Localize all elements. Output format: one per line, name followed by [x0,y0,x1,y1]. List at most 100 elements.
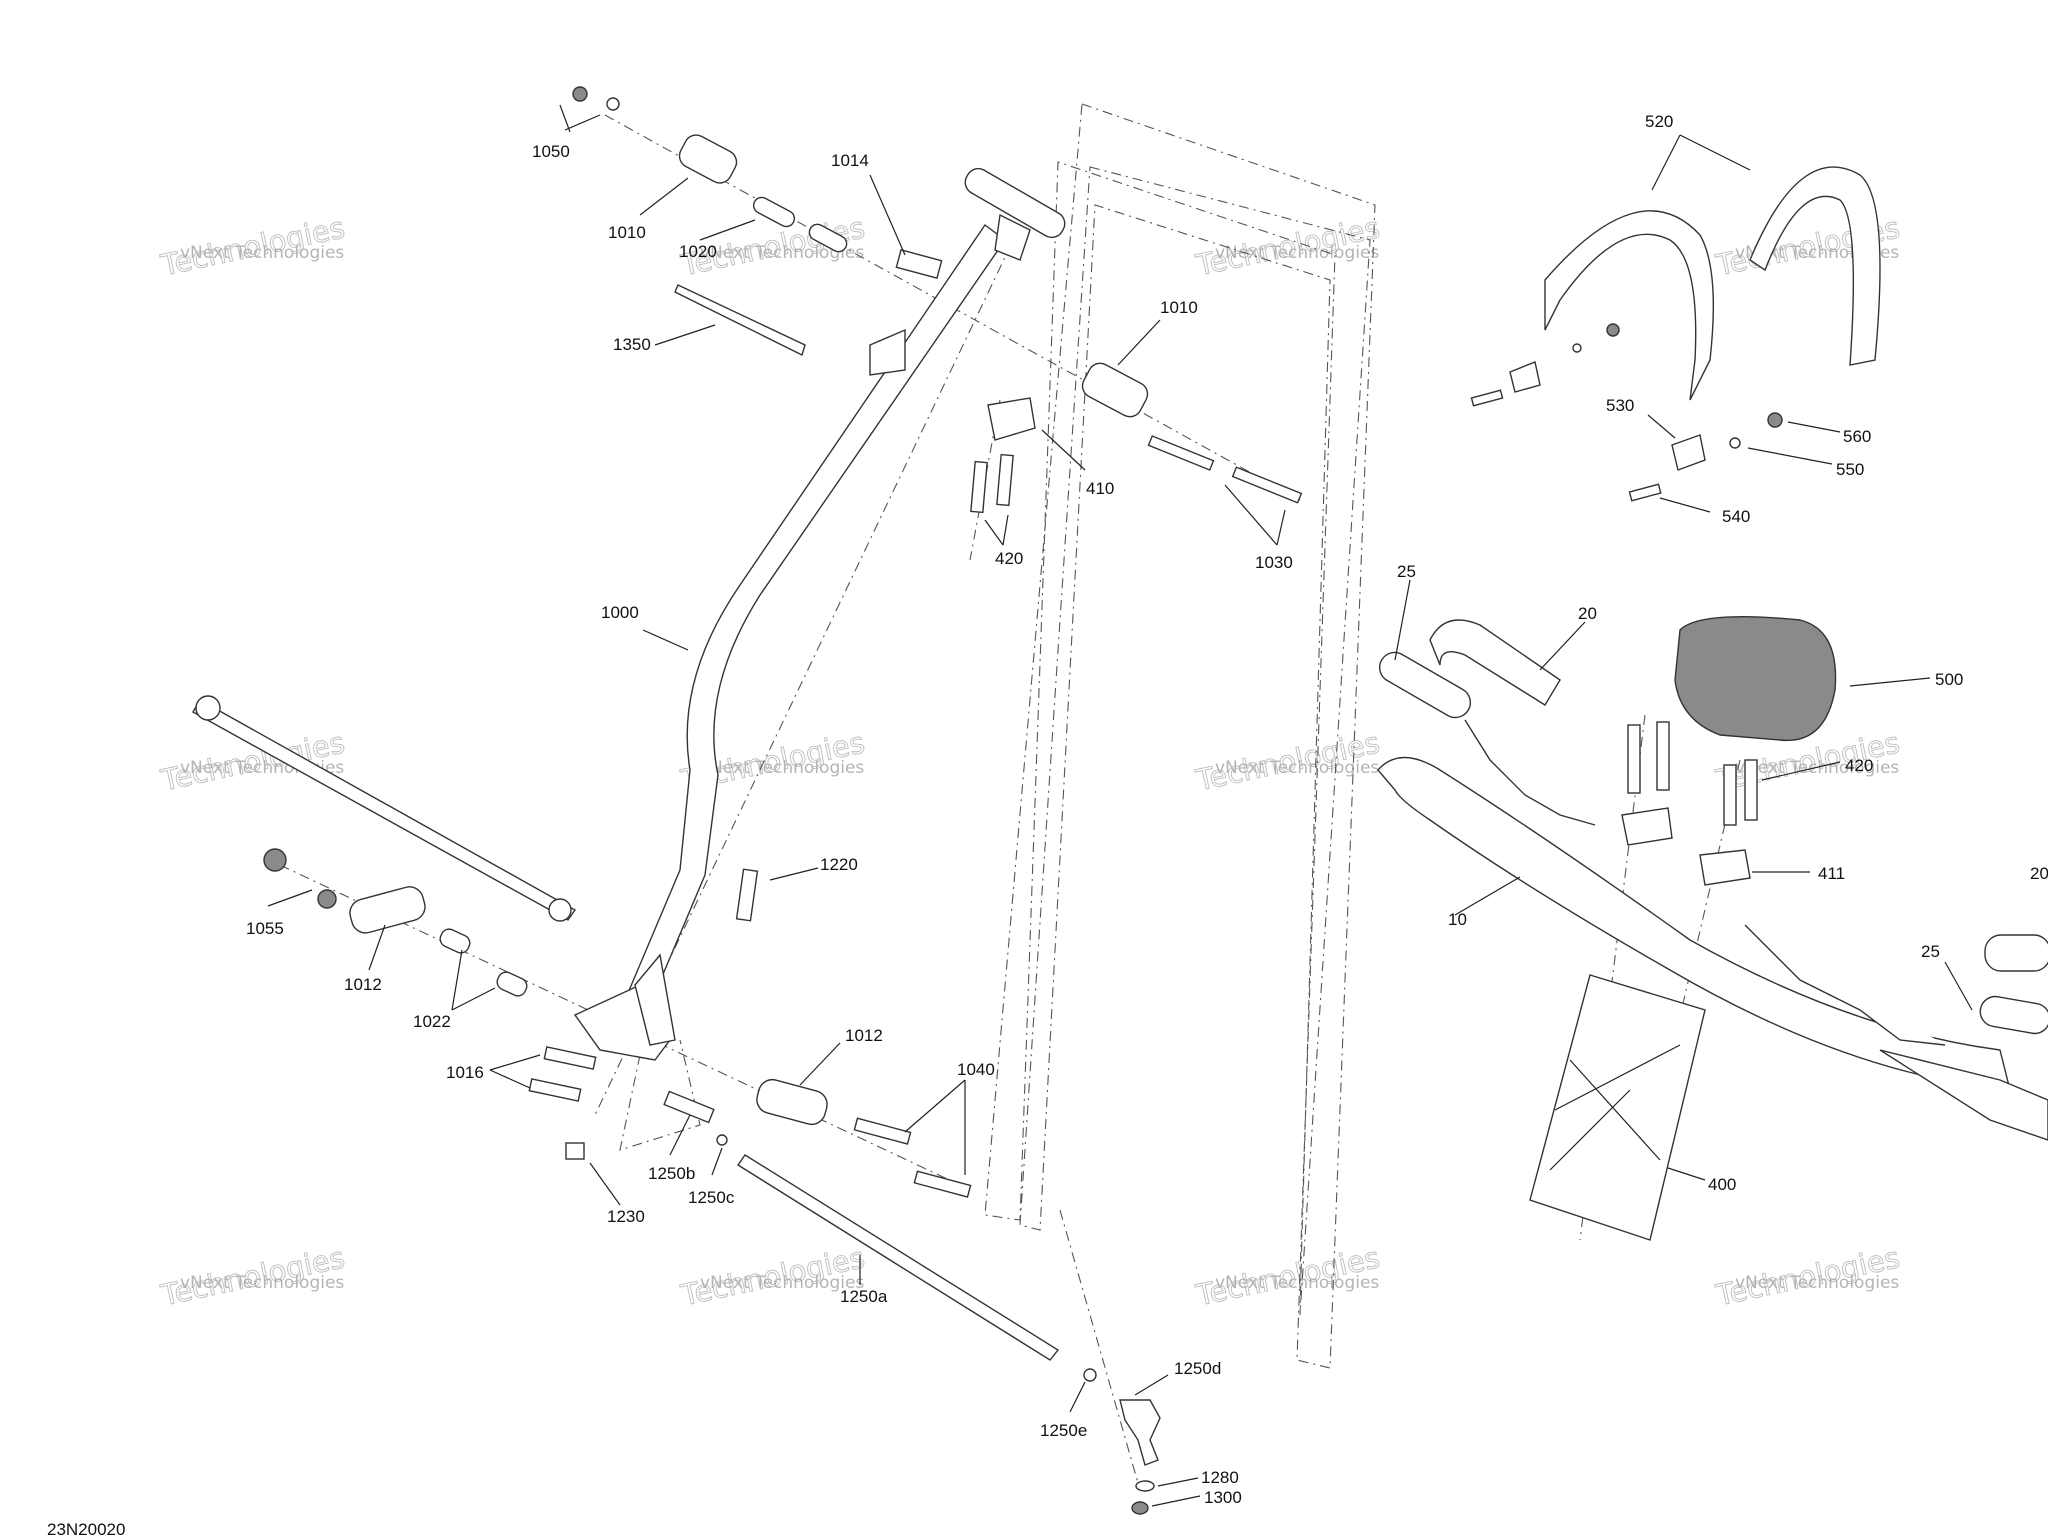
grip-25-right [1979,995,2048,1035]
bolt-540 [1628,483,1662,502]
steering-column-tube [624,224,1006,1006]
washer-1280 [1135,1480,1155,1492]
part-label-1250e: 1250e [1040,1421,1087,1440]
leader-1300 [1151,1495,1201,1507]
leader-560 [1787,421,1841,433]
bearing-1016-b [528,1078,582,1102]
clamp-upper [869,328,906,376]
part-label-520: 520 [1645,112,1673,131]
part-label-1220: 1220 [820,855,858,874]
part-label-1050: 1050 [532,142,570,161]
watermark-10: Technologies vNext Technologies [677,1240,868,1313]
part-label-1012: 1012 [845,1026,883,1045]
grip-heater-wire-right [1744,924,1946,1046]
bolt-420-c [1627,724,1641,794]
handlebar-assembly [1377,615,2048,1241]
nut-upper [1606,323,1620,337]
bolt-420-f [1744,759,1758,821]
part-label-410: 410 [1086,479,1114,498]
watermark-11: Technologies vNext Technologies [1192,1240,1383,1313]
leader-1250e [1069,1381,1086,1413]
part-label-500: 500 [1935,670,1963,689]
part-label-1055: 1055 [246,919,284,938]
bushing-1012-b [756,1078,828,1126]
watermark-12: Technologies vNext Technologies [1712,1240,1903,1313]
pin-1020-b [808,223,848,253]
nut-1055-b [317,889,337,909]
clamp-530-upper [1509,361,1541,393]
leader-1016 [489,1054,541,1089]
leader-550 [1747,447,1833,465]
part-label-1250a: 1250a [840,1287,888,1306]
part-label-420: 420 [995,549,1023,568]
nut-1250c [716,1134,728,1146]
nut-560 [1767,412,1783,428]
bolt-420-a [970,460,988,514]
watermark-7: Technologies vNext Technologies [1192,725,1383,798]
washer-1050-b [606,97,620,111]
spacer-1022-b [496,971,528,997]
watermark-small-text: vNext Technologies [700,243,864,263]
leader-1250b [669,1114,691,1156]
bushing-1010-b [1081,362,1149,418]
nut-1055-a [263,848,287,872]
inner-dashed-boundary [1019,166,1371,1316]
tie-rod-upper [192,699,577,921]
watermark-small-text: vNext Technologies [700,1273,864,1293]
part-label-1020: 1020 [679,242,717,261]
leader-1280 [1157,1477,1199,1487]
grip-20-right [1984,934,2048,972]
leader-520 [1651,134,1751,191]
bushing-1230 [565,1142,585,1160]
part-label-411: 411 [1818,864,1845,883]
handlebar-end-20 [1429,619,1561,706]
watermark-small-text: vNext Technologies [180,243,344,263]
part-label-1000: 1000 [601,603,639,622]
washer-upper [1572,343,1582,353]
bolt-1030-b [1231,466,1303,504]
steering-column-top-bar [964,167,1066,239]
strap-assembly [1470,166,1881,502]
part-label-550: 550 [1836,460,1864,479]
leader-1055 [267,889,313,907]
watermark-3: Technologies vNext Technologies [1192,210,1383,283]
steering-column-gusset [994,213,1031,261]
leader-1012b [799,1042,841,1086]
part-label-1250b: 1250b [648,1164,695,1183]
leader-1014 [869,174,906,256]
bolt-1030-a [1147,435,1215,471]
leader-1050 [559,104,601,133]
exploded-view-boundaries [279,103,1741,1491]
leader-1220 [769,867,819,881]
spacer-1014 [895,249,943,279]
leader-410 [1041,429,1086,471]
strap-520-a [1544,210,1715,401]
part-label-20: 20 [1578,604,1597,623]
part-label-1022: 1022 [413,1012,451,1031]
tie-rod-1250a [737,1154,1060,1361]
watermark-small-text: vNext Technologies [180,1273,344,1293]
strap-520-b [1749,166,1881,366]
nut-1250e [1083,1368,1097,1382]
spacer-1022-a [439,928,471,954]
clamp-410 [987,397,1036,441]
tie-rod-end-right [548,898,572,922]
leader-10 [1454,876,1521,916]
part-label-560: 560 [1843,427,1871,446]
bolt-upper [1470,389,1504,407]
leader-400 [1667,1167,1706,1181]
clamp-411 [1699,849,1751,886]
part-label-1010: 1010 [1160,298,1198,317]
leader-500 [1849,677,1931,687]
part-label-1016: 1016 [446,1063,484,1082]
leader-lines [267,104,1973,1507]
leader-1010b [1117,319,1161,366]
bushing-1012-a [349,886,426,934]
leader-1040 [904,1079,966,1175]
clamp-upper-right-1 [1621,807,1673,846]
tie-rod-end-left [195,695,221,721]
riser-400 [1529,974,1706,1241]
clamp-530 [1671,434,1706,471]
leader-1010a [639,177,689,216]
pad-500 [1674,615,1837,742]
